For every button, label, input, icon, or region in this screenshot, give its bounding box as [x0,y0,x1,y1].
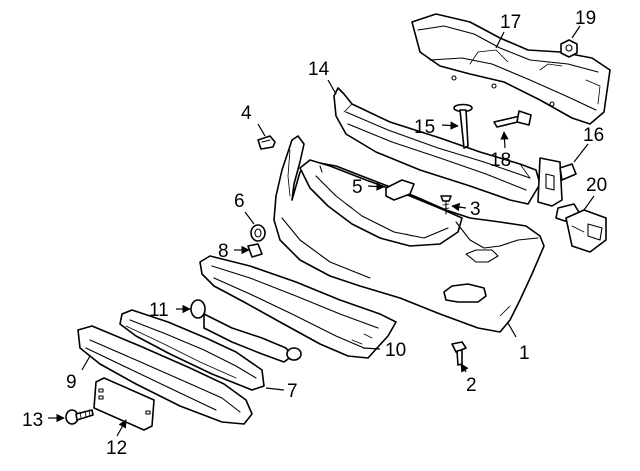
leader-2 [460,363,469,373]
leader-7 [265,387,285,391]
callout-7: 7 [287,381,298,402]
part-20-connector [555,203,607,253]
callout-13: 13 [22,410,43,431]
callout-4: 4 [241,103,252,124]
callout-labels: 1 2 3 4 5 6 7 8 9 10 11 12 13 14 15 16 1… [22,8,607,459]
leader-10 [362,347,381,350]
callout-19: 19 [575,8,596,29]
part-1-bumper-cover [273,135,545,333]
part-7-inner-grille [119,309,265,391]
part-14-absorber-bar [333,87,541,205]
callout-6: 6 [234,191,245,212]
callout-8: 8 [218,241,229,262]
leader-15 [441,121,459,130]
callout-2: 2 [466,375,477,396]
leader-1 [507,322,517,338]
part-6-plug [250,224,266,242]
leader-18 [500,131,509,149]
part-12-plate-bracket [93,377,155,431]
part-4-small-clip [257,135,276,150]
leader-14 [327,79,337,95]
callout-1: 1 [519,343,530,364]
callout-3: 3 [470,199,481,220]
callout-11: 11 [149,300,169,321]
part-9-grille-frame [77,325,253,425]
callout-14: 14 [308,59,330,80]
part-2-push-clip [451,341,467,366]
part-19-nut [560,39,578,58]
callout-5: 5 [352,177,363,198]
part-5-insert [385,179,415,201]
leader-20 [583,195,595,211]
leader-6 [244,211,255,225]
part-13-bolt [65,409,94,425]
leader-19 [571,25,581,39]
part-16-bracket [537,157,577,207]
leader-16 [573,143,589,163]
part-8-clip [247,243,263,258]
part-17-upper-support [411,13,611,125]
callout-18: 18 [490,150,511,171]
callout-10: 10 [385,340,406,361]
leader-17 [495,31,505,49]
part-10-grille-bracket [199,255,397,359]
callout-9: 9 [66,372,77,393]
leader-3 [451,202,467,212]
leader-9 [81,355,91,371]
part-3-screw [440,195,452,215]
leader-5 [367,182,385,191]
leader-12 [116,419,127,437]
leader-4 [257,123,266,137]
callout-16: 16 [583,125,604,146]
callout-20: 20 [586,175,607,196]
part-11-fog-lamp [190,299,302,363]
callout-15: 15 [414,117,435,138]
callout-17: 17 [500,12,521,33]
part-18-clip [493,110,532,128]
part-15-push-pin [453,103,473,149]
callout-12: 12 [106,438,127,459]
leader-lines [48,25,595,437]
